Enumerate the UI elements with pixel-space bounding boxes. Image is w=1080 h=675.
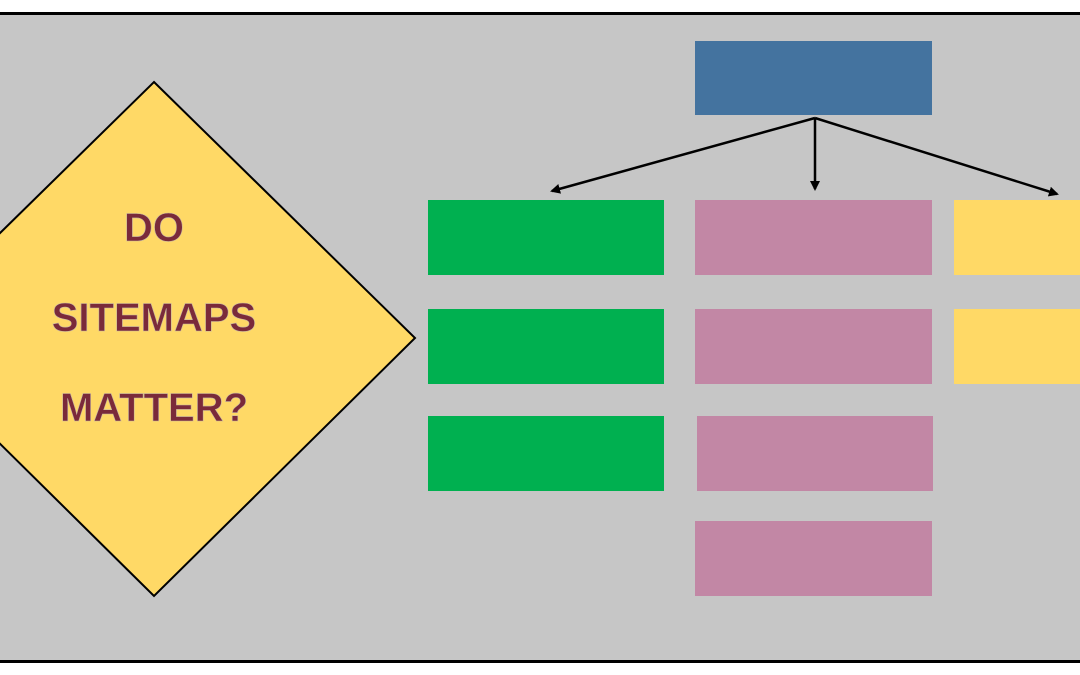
pink-box-3 <box>697 416 933 491</box>
yellow-box-2 <box>954 309 1080 384</box>
root-node <box>695 41 932 115</box>
question-line-3: MATTER? <box>60 386 248 430</box>
question-line-1: DO <box>124 206 184 250</box>
arrow-to-yellow-column <box>814 116 1059 197</box>
green-box-1 <box>428 200 664 275</box>
green-box-2 <box>428 309 664 384</box>
yellow-box-1 <box>954 200 1080 275</box>
pink-box-2 <box>695 309 932 384</box>
pink-box-4 <box>695 521 932 596</box>
question-diamond <box>0 80 417 598</box>
arrow-to-green-column <box>550 116 816 194</box>
green-box-3 <box>428 416 664 491</box>
pink-box-1 <box>695 200 932 275</box>
question-line-2: SITEMAPS <box>52 296 256 340</box>
